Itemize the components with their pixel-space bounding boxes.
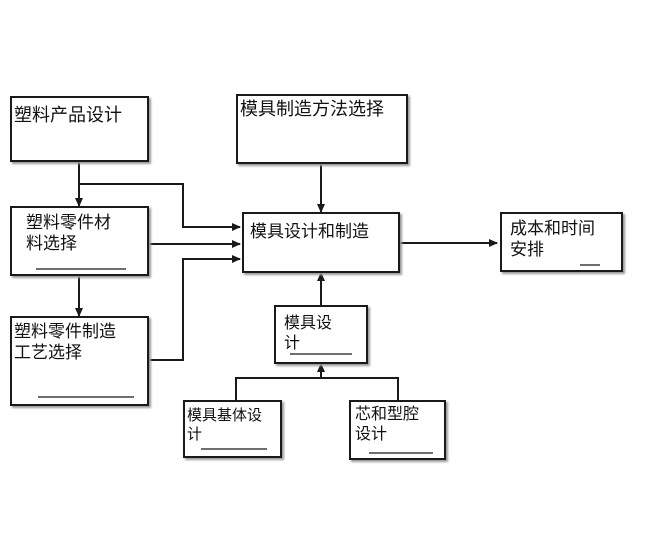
node-core-cavity-design: 芯和型腔 设计: [349, 400, 446, 460]
node-mold-base-design: 模具基体设 计: [183, 400, 282, 458]
edge-base-to-junction: [235, 377, 321, 400]
edge-process-to-mold-manufacture: [149, 255, 241, 361]
node-label: 塑料产品设计: [14, 105, 122, 126]
edge-product-to-mold-manufacture: [79, 183, 241, 231]
text-underline: [369, 452, 433, 454]
node-part-process-selection: 塑料零件制造 工艺选择: [10, 316, 149, 406]
node-plastic-product-design: 塑料产品设计: [10, 96, 149, 162]
node-cost-and-schedule: 成本和时间 安排: [500, 212, 623, 272]
node-label: 模具设计和制造: [250, 222, 369, 242]
node-label: 塑料零件制造 工艺选择: [14, 322, 116, 364]
node-part-material-selection: 塑料零件材 料选择: [10, 206, 149, 276]
text-underline: [290, 353, 352, 355]
node-label: 模具制造方法选择: [240, 99, 384, 120]
text-underline: [36, 268, 126, 270]
node-mold-design: 模具设 计: [274, 305, 368, 364]
edge-core-to-junction: [321, 377, 399, 400]
node-mold-design-and-manufacture: 模具设计和制造: [242, 212, 400, 273]
node-label: 模具基体设 计: [187, 406, 263, 443]
node-label: 塑料零件材 料选择: [26, 213, 111, 255]
node-label: 成本和时间 安排: [510, 219, 595, 261]
node-mold-method-selection: 模具制造方法选择: [236, 94, 408, 164]
text-underline: [580, 264, 600, 266]
node-label: 芯和型腔 设计: [355, 404, 420, 443]
text-underline: [201, 448, 267, 450]
text-underline: [38, 396, 134, 398]
node-label: 模具设 计: [284, 313, 333, 352]
